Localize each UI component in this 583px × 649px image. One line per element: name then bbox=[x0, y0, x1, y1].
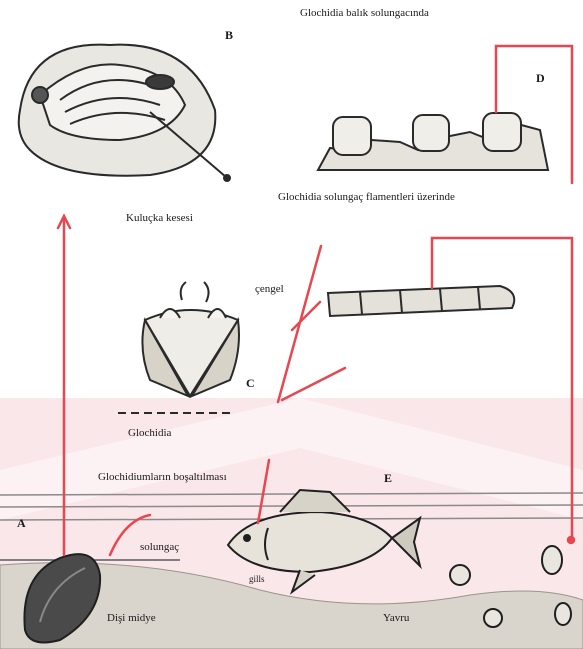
gill-filament-illustration bbox=[328, 286, 514, 316]
label-gill: solungaç bbox=[140, 541, 179, 553]
arrow-release-branch-2 bbox=[292, 302, 320, 330]
label-brood-pouch: Kuluçka kesesi bbox=[126, 212, 193, 224]
label-release: Glochidiumların boşaltılması bbox=[98, 471, 227, 483]
arrow-release-branch bbox=[282, 368, 345, 400]
glochidia-on-gill-illustration bbox=[318, 113, 548, 170]
label-glochidia-on-fish-gill: Glochidia balık solungacında bbox=[300, 7, 429, 19]
label-hook: çengel bbox=[255, 283, 284, 295]
letter-a: A bbox=[17, 516, 26, 531]
brood-pouch-illustration bbox=[19, 45, 230, 181]
letter-c: C bbox=[246, 376, 255, 391]
arrow-end-dot bbox=[568, 537, 574, 543]
letter-d: D bbox=[536, 71, 545, 86]
letter-e: E bbox=[384, 471, 392, 486]
label-filament: Glochidia solungaç flamentleri üzerinde bbox=[278, 191, 455, 203]
glochidium-illustration bbox=[118, 282, 239, 413]
label-glochidia: Glochidia bbox=[128, 427, 171, 439]
label-female-mussel: Dişi midye bbox=[107, 612, 156, 624]
label-gills-on-fish: gills bbox=[249, 574, 265, 584]
label-juvenile: Yavru bbox=[383, 612, 409, 624]
letter-b: B bbox=[225, 28, 233, 43]
